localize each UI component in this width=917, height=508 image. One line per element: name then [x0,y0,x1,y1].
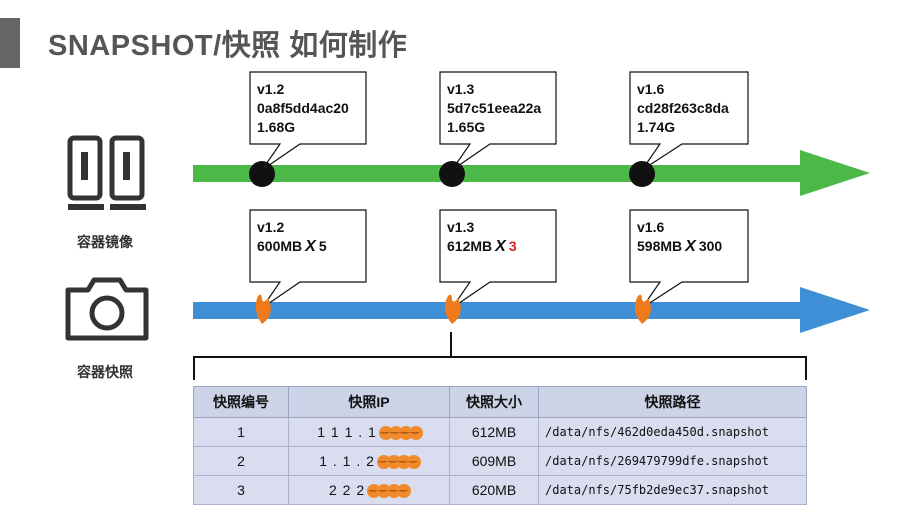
header-path: 快照路径 [538,386,807,418]
snapshot-callout-3 [629,209,749,324]
image-id: cd28f263c8da [637,100,729,116]
page-title: SNAPSHOT/快照 如何制作 [48,30,408,62]
image-id: 0a8f5dd4ac20 [257,100,349,116]
image-size: 1.74G [637,119,676,135]
table-header-row: 快照编号 快照IP 快照大小 快照路径 [193,386,807,418]
image-callout-1 [249,71,367,187]
version-label: v1.6 [637,81,665,97]
cell-no: 1 [193,417,289,447]
container-snapshot-label: 容器快照 [77,364,133,380]
cell-ip: 1 1 1 . 1 [288,417,450,447]
bracket-stem [450,332,452,356]
version-label: v1.2 [257,81,285,97]
snapshot-callout-2 [439,209,557,324]
version-label: v1.3 [447,219,475,235]
snapshot-size: 612MB [447,238,493,254]
redaction-mask-icon [397,481,412,499]
cell-ip: 2 2 2 [288,475,450,505]
multiply-sign: X [685,238,696,255]
table-row: 1 1 1 1 . 1 612MB /data/nfs/462d0eda450d… [193,417,807,447]
image-timeline-arrow [193,150,870,196]
cell-no: 2 [193,446,289,476]
image-size: 1.68G [257,119,296,135]
snapshot-size: 600MB [257,238,303,254]
multiply-sign: X [495,238,506,255]
title-accent-bar [0,18,20,68]
snapshot-count: 5 [318,238,327,254]
version-label: v1.2 [257,219,285,235]
redaction-mask-icon [408,423,423,441]
version-label: v1.6 [637,219,665,235]
snapshot-timeline-arrow [193,287,870,333]
cell-size: 612MB [449,417,539,447]
header-no: 快照编号 [193,386,289,418]
table-bracket [193,356,807,380]
cell-ip: 1 . 1 . 2 [288,446,450,476]
snapshot-count: 3 [508,238,517,254]
image-callout-1-text: v1.2 0a8f5dd4ac20 1.68G [257,80,349,137]
image-id: 5d7c51eea22a [447,100,542,116]
cell-no: 3 [193,475,289,505]
cell-size: 609MB [449,446,539,476]
container-image-icon [66,134,148,216]
snapshot-callout-1 [249,209,367,324]
camera-icon [62,272,152,344]
table-row: 3 2 2 2 620MB /data/nfs/75fb2de9ec37.sna… [193,475,807,505]
table-row: 2 1 . 1 . 2 609MB /data/nfs/269479799dfe… [193,446,807,476]
container-image-label: 容器镜像 [77,234,133,250]
image-callout-3-text: v1.6 cd28f263c8da 1.74G [637,80,729,137]
snapshot-count: 300 [698,238,723,254]
header-size: 快照大小 [449,386,539,418]
image-callout-2 [439,71,557,187]
image-callout-2-text: v1.3 5d7c51eea22a 1.65G [447,80,541,137]
cell-path: /data/nfs/269479799dfe.snapshot [538,446,807,476]
cell-size: 620MB [449,475,539,505]
version-label: v1.3 [447,81,475,97]
redaction-mask-icon [406,452,421,470]
multiply-sign: X [305,238,316,255]
snapshot-size: 598MB [637,238,683,254]
cell-path: /data/nfs/75fb2de9ec37.snapshot [538,475,807,505]
snapshot-table: 快照编号 快照IP 快照大小 快照路径 1 1 1 1 . 1 612MB /d… [193,386,807,505]
cell-path: /data/nfs/462d0eda450d.snapshot [538,417,807,447]
header-ip: 快照IP [288,386,450,418]
image-callout-3 [629,71,749,187]
image-size: 1.65G [447,119,486,135]
